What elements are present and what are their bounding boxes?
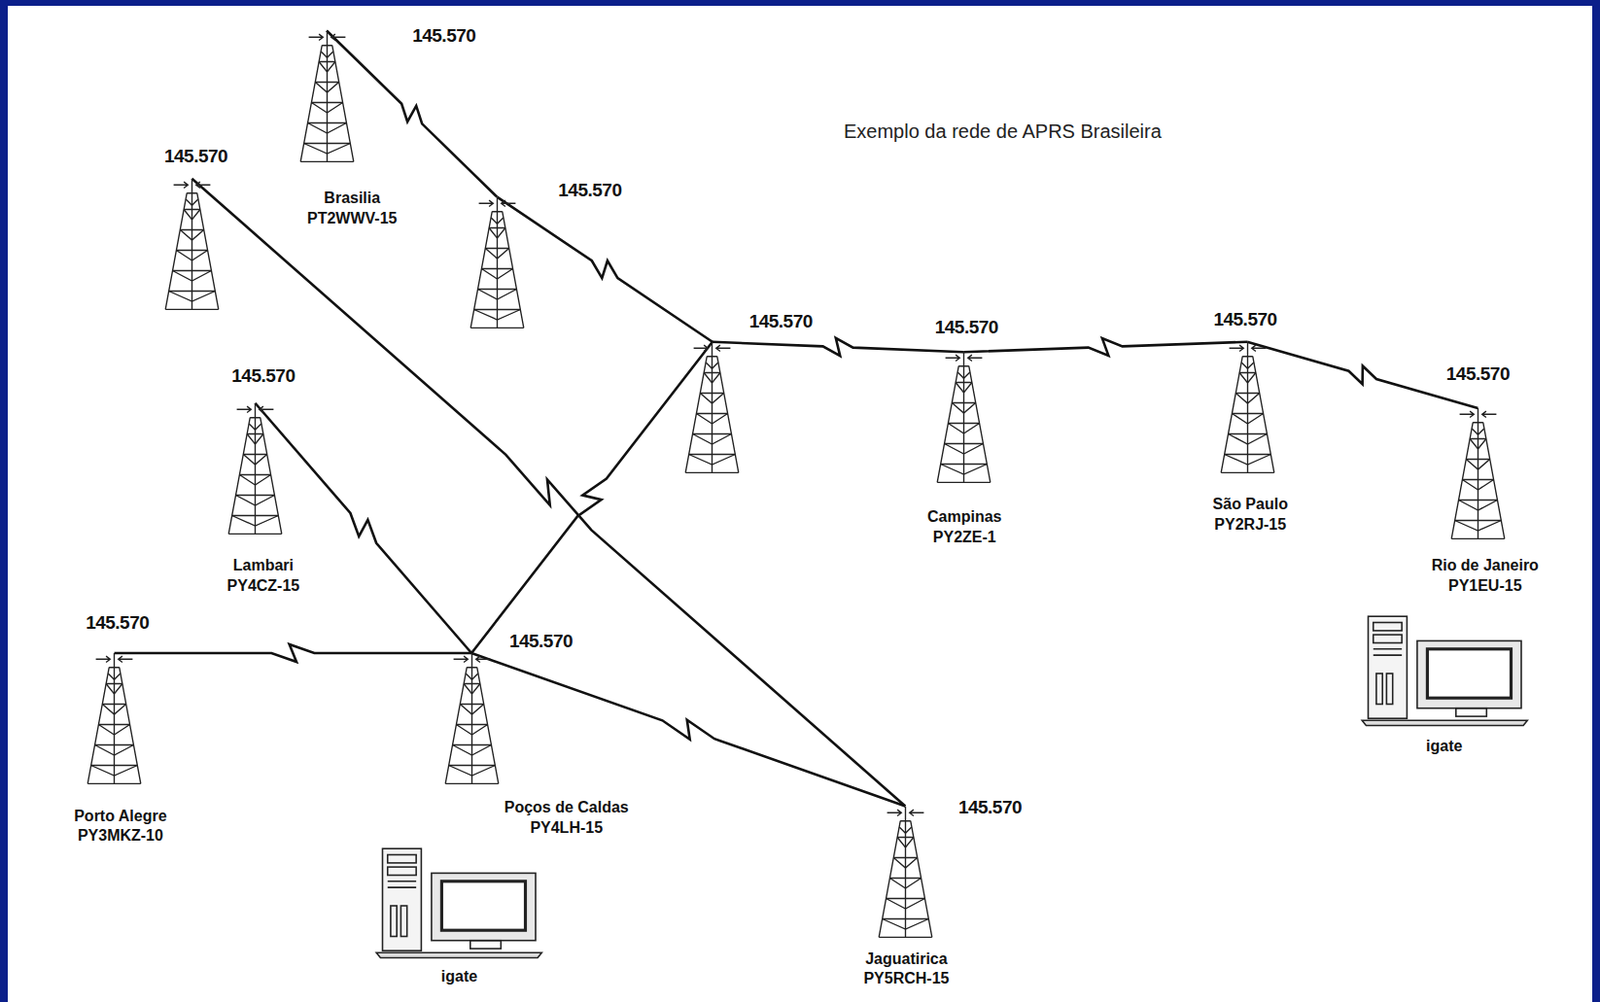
- radio-tower: 145.570: [681, 342, 743, 476]
- station-label: Brasilia PT2WWV-15: [304, 188, 401, 230]
- radio-link: [326, 31, 497, 198]
- tower-symbol: [933, 351, 995, 486]
- station-label: Poços de Caldas PY4LH-15: [500, 798, 632, 839]
- radio-tower: 145.570: [161, 178, 223, 313]
- frequency-label: 145.570: [410, 25, 478, 47]
- radio-tower: 145.570Porto Alegre PY3MKZ-10: [83, 653, 145, 787]
- frequency-label: 145.570: [1211, 309, 1279, 331]
- tower-symbol: [1447, 408, 1509, 542]
- tower-symbol: [874, 806, 937, 940]
- station-label: Porto Alegre PY3MKZ-10: [69, 806, 171, 848]
- frequency-label: 145.570: [83, 612, 151, 634]
- radio-link: [471, 653, 905, 807]
- radio-link: [255, 403, 473, 654]
- tower-symbol: [466, 197, 528, 331]
- tower-symbol: [681, 342, 743, 476]
- tower-symbol: [441, 653, 503, 787]
- radio-link: [191, 178, 905, 807]
- radio-tower: 145.570: [466, 197, 528, 331]
- station-label: Rio de Janeiro PY1EU-15: [1427, 556, 1542, 597]
- station-label: igate: [1426, 736, 1462, 758]
- radio-link: [471, 342, 713, 654]
- tower-symbol: [1217, 342, 1279, 476]
- radio-tower: 145.570São Paulo PY2RJ-15: [1217, 342, 1279, 476]
- tower-symbol: [224, 403, 286, 537]
- radio-tower: 145.570Brasilia PT2WWV-15: [296, 31, 358, 165]
- frequency-label: 145.570: [747, 311, 815, 333]
- radio-link: [496, 197, 713, 343]
- page-ground: [7, 5, 1593, 1002]
- radio-tower: 145.570Rio de Janeiro PY1EU-15: [1447, 408, 1509, 542]
- tower-symbol: [161, 178, 223, 313]
- radio-tower: 145.570Jaguatirica PY5RCH-15: [874, 806, 937, 940]
- computer-symbol: [372, 844, 547, 963]
- radio-link: [963, 338, 1248, 356]
- tower-symbol: [83, 653, 145, 787]
- frequency-label: 145.570: [933, 316, 1001, 339]
- tower-symbol: [296, 31, 358, 165]
- radio-tower: 145.570Campinas PY2ZE-1: [933, 351, 995, 486]
- station-label: Campinas PY2ZE-1: [924, 507, 1006, 549]
- station-label: Lambari PY4CZ-15: [223, 556, 303, 597]
- frequency-label: 145.570: [956, 797, 1024, 819]
- station-label: igate: [441, 967, 478, 988]
- computer-symbol: [1357, 612, 1532, 731]
- igate-computer: igate: [1357, 612, 1532, 731]
- igate-computer: igate: [372, 844, 547, 963]
- frequency-label: 145.570: [162, 145, 230, 168]
- radio-link: [712, 338, 964, 356]
- station-label: Jaguatirica PY5RCH-15: [860, 949, 953, 991]
- frequency-label: 145.570: [556, 179, 624, 202]
- radio-link: [114, 644, 473, 662]
- diagram-title: Exemplo da rede de APRS Brasileira: [843, 120, 1162, 143]
- radio-tower: 145.570Poços de Caldas PY4LH-15: [441, 653, 503, 787]
- frequency-label: 145.570: [229, 365, 297, 387]
- frequency-label: 145.570: [1444, 363, 1512, 385]
- station-label: São Paulo PY2RJ-15: [1209, 494, 1291, 536]
- frequency-label: 145.570: [507, 630, 575, 653]
- radio-tower: 145.570Lambari PY4CZ-15: [224, 403, 286, 537]
- radio-link: [1247, 342, 1478, 409]
